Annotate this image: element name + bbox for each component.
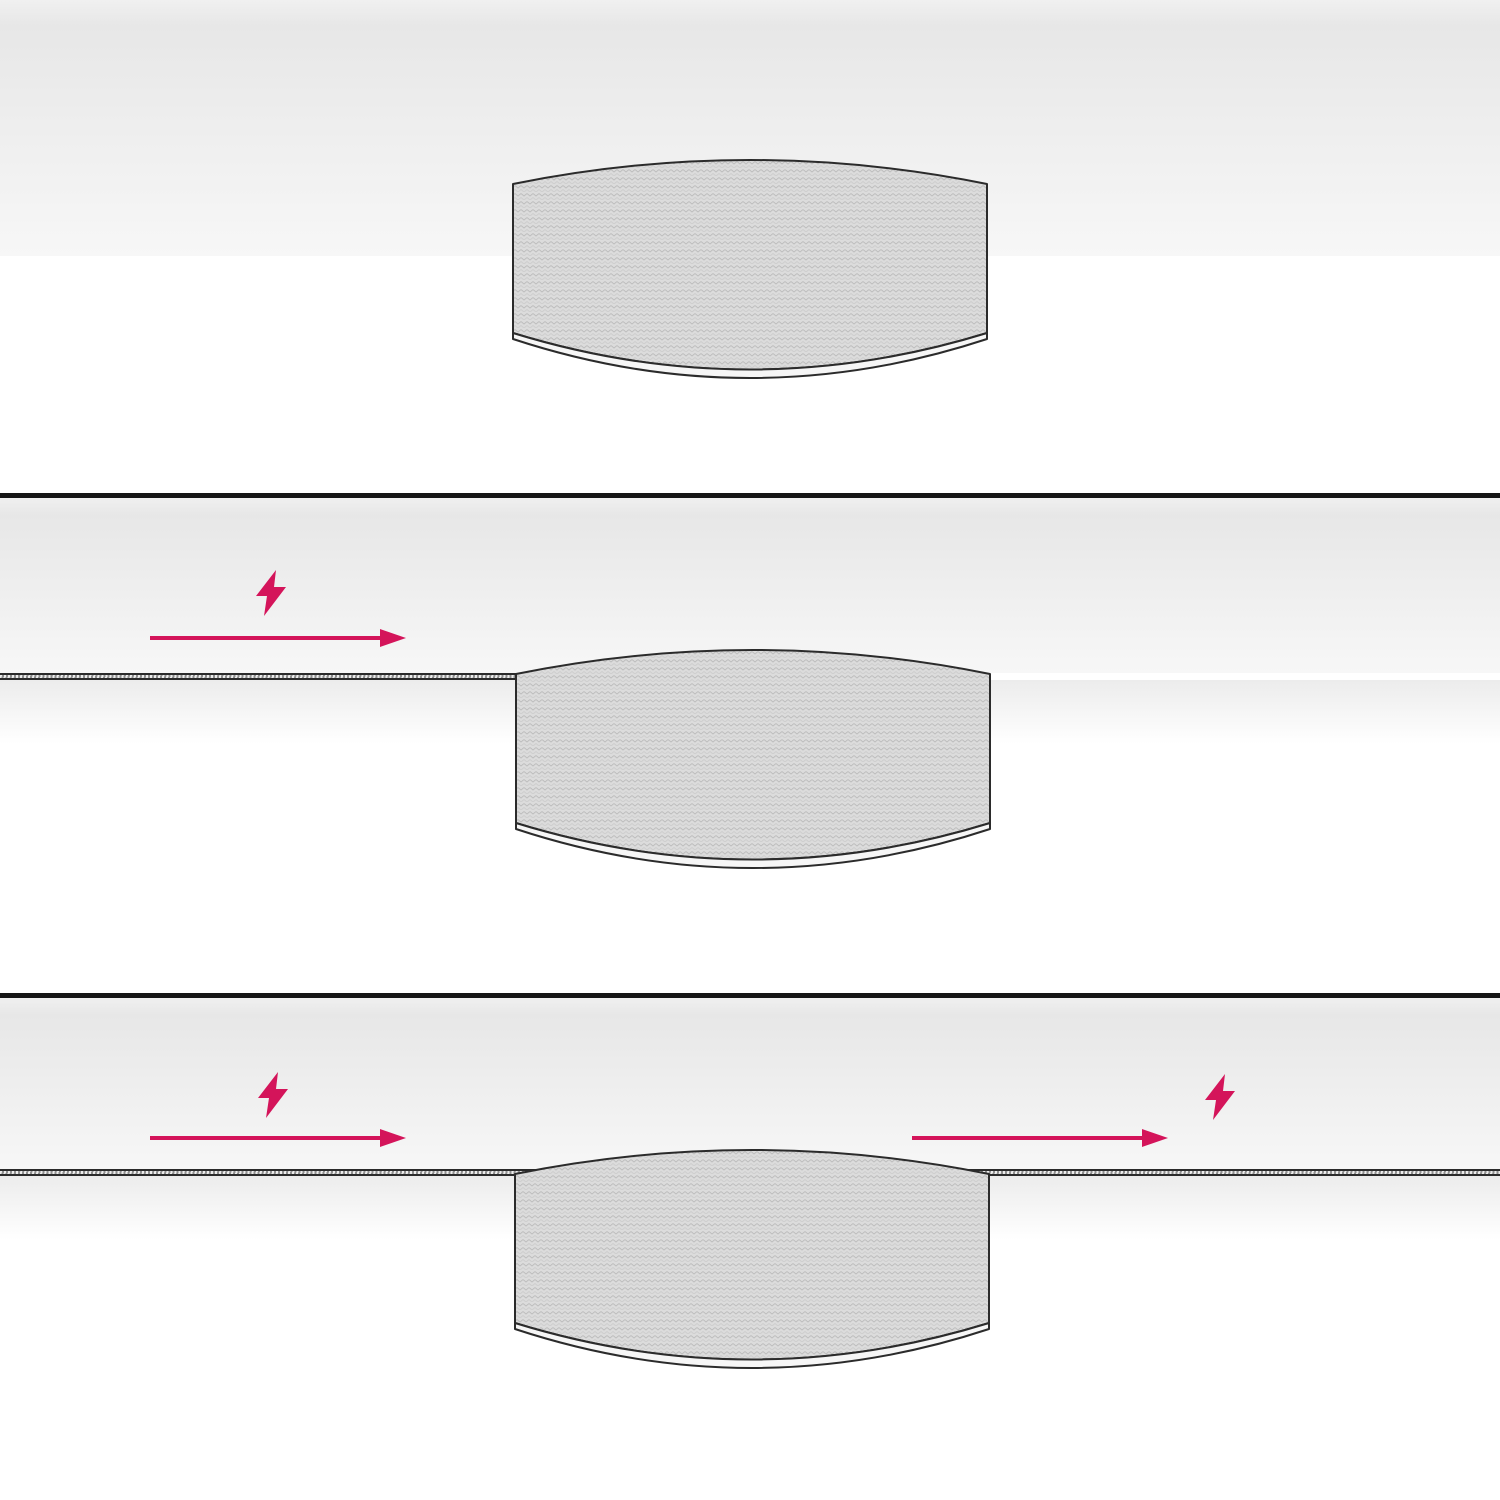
power-cable bbox=[0, 673, 522, 680]
lightning-bolt-icon bbox=[1205, 1074, 1235, 1120]
drum-ceiling-lamp bbox=[509, 136, 991, 388]
panel-ceiling-lamp-plain bbox=[0, 0, 1500, 493]
right-arrow-icon bbox=[150, 1129, 406, 1147]
panel-ceiling-lamp-cable-pass-through bbox=[0, 998, 1500, 1500]
ceiling-surface bbox=[0, 998, 1500, 1169]
right-arrow-icon bbox=[150, 629, 406, 647]
drum-ceiling-lamp bbox=[512, 626, 994, 878]
lightning-bolt-icon bbox=[256, 570, 286, 616]
panel-ceiling-lamp-cable-in-left bbox=[0, 498, 1500, 993]
ceiling-surface bbox=[0, 498, 1500, 673]
drum-ceiling-lamp bbox=[511, 1126, 993, 1378]
panel-divider bbox=[0, 993, 1500, 998]
panel-divider bbox=[0, 493, 1500, 498]
lightning-bolt-icon bbox=[258, 1072, 288, 1118]
right-arrow-icon bbox=[912, 1129, 1168, 1147]
